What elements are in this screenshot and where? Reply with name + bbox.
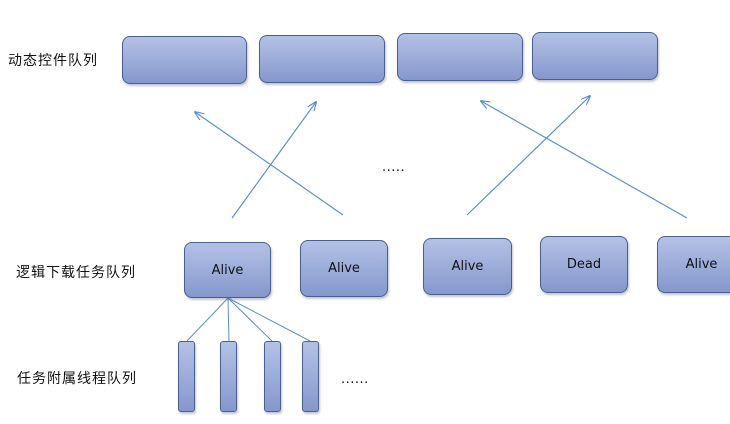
thread-bar-2 [220, 341, 237, 412]
thread-link-1 [186, 297, 229, 342]
task-ellipsis: ..... [382, 160, 406, 175]
thread-link-3 [227, 297, 273, 342]
control-slot-3 [397, 33, 523, 81]
arrow-task3-to-control4 [466, 96, 590, 216]
thread-ellipsis: ...... [341, 372, 369, 387]
task-box-3: Alive [423, 238, 512, 295]
thread-bar-4 [302, 341, 319, 412]
task-status: Alive [685, 257, 718, 272]
thread-link-4 [227, 297, 311, 342]
task-status: Alive [451, 259, 484, 274]
task-queue-label: 逻辑下载任务队列 [16, 265, 136, 281]
thread-bar-1 [178, 341, 195, 412]
thread-link-2 [227, 297, 230, 342]
task-box-5: Alive [657, 236, 730, 293]
arrow-task5-to-control3 [481, 101, 688, 219]
task-status: Alive [211, 262, 244, 278]
thread-queue-label: 任务附属线程队列 [17, 371, 137, 387]
control-queue-label: 动态控件队列 [8, 53, 98, 69]
arrow-task2-to-control1 [195, 112, 344, 216]
control-slot-1 [122, 36, 247, 84]
task-status: Alive [328, 261, 360, 276]
task-status: Dead [566, 257, 602, 272]
task-box-2: Alive [300, 240, 388, 297]
arrow-task1-to-control1 [231, 102, 316, 219]
control-slot-2 [259, 35, 385, 83]
thread-bar-3 [264, 341, 281, 412]
control-slot-4 [532, 32, 658, 80]
task-box-1: Alive [184, 242, 271, 298]
task-box-4: Dead [540, 236, 628, 293]
